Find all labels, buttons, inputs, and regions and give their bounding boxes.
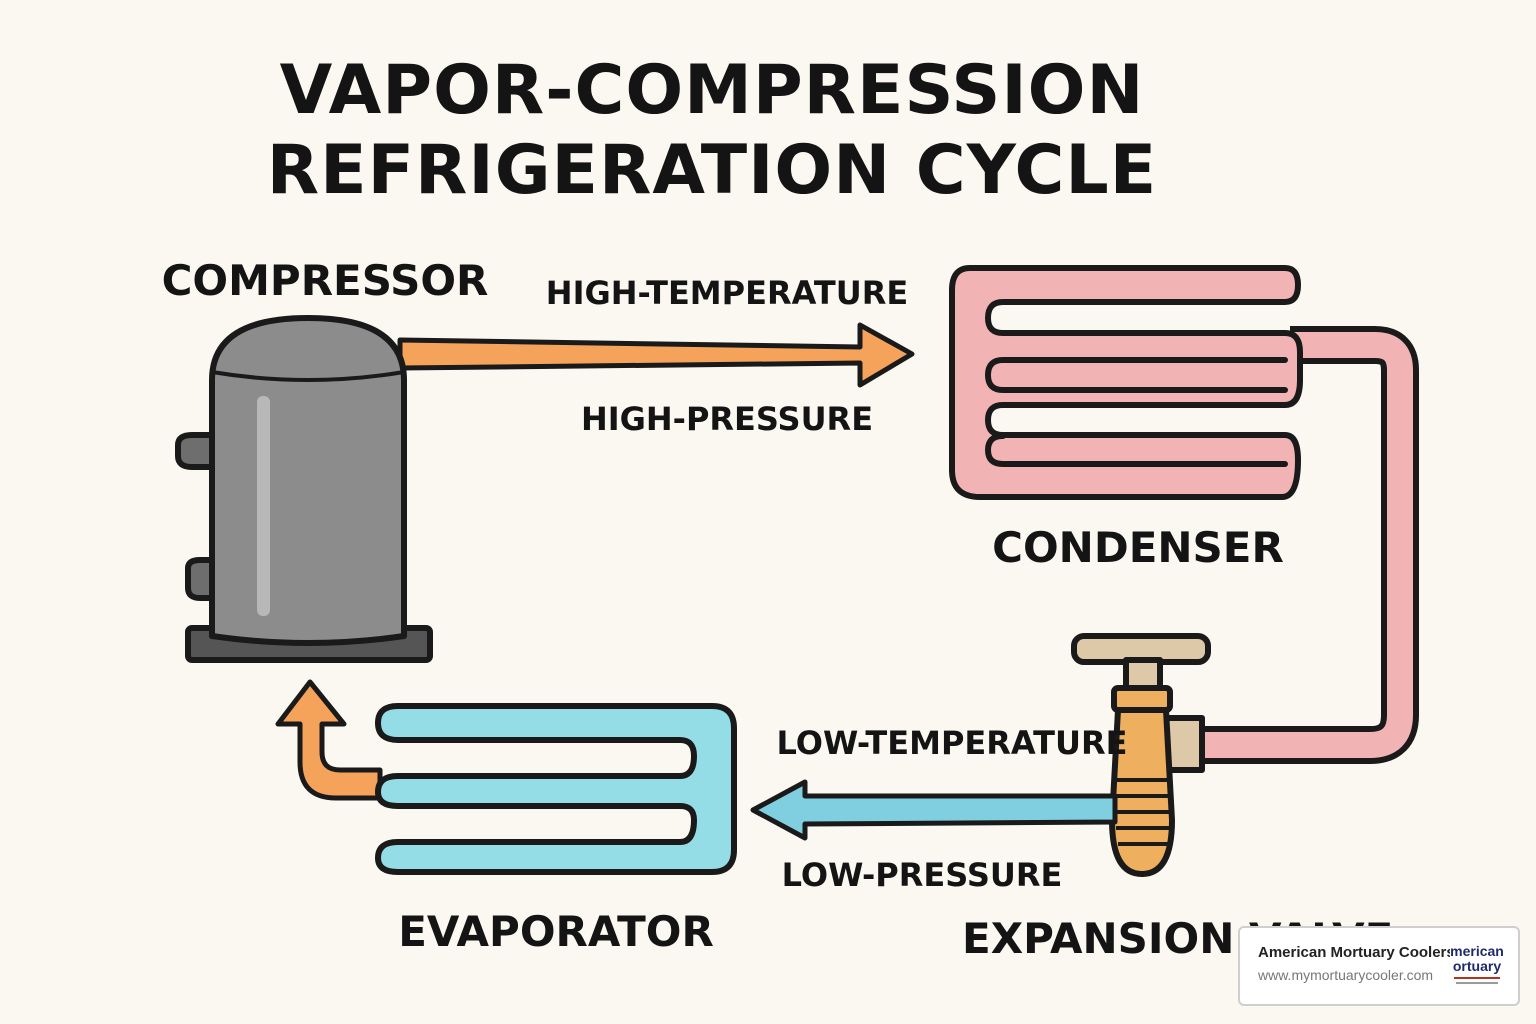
diagram-title-line-2: REFRIGERATION CYCLE xyxy=(267,131,1157,210)
logo-fine-print xyxy=(1456,982,1498,984)
low-pressure-label: LOW-PRESSURE xyxy=(782,856,1063,894)
high-temperature-label: HIGH-TEMPERATURE xyxy=(546,274,908,312)
expansion-valve xyxy=(1071,633,1211,877)
evaporator-coil xyxy=(375,703,737,875)
company-logo: merican ortuary xyxy=(1450,942,1504,992)
watermark-company-name: American Mortuary Coolers xyxy=(1258,944,1455,961)
high-pressure-label: HIGH-PRESSURE xyxy=(581,400,873,438)
compressor-unit xyxy=(175,315,433,663)
condenser-to-valve-pipe xyxy=(1200,326,1419,764)
condenser-coil xyxy=(949,265,1303,500)
low-pressure-flow-arrow xyxy=(750,779,1118,841)
evaporator-label: EVAPORATOR xyxy=(398,907,714,956)
watermark-url: www.mymortuarycooler.com xyxy=(1258,967,1434,983)
compressor-label: COMPRESSOR xyxy=(162,256,489,305)
diagram-title-line-1: VAPOR-COMPRESSION xyxy=(280,51,1145,130)
low-temperature-label: LOW-TEMPERATURE xyxy=(777,724,1128,762)
logo-text-line-2: ortuary xyxy=(1452,958,1502,974)
watermark-card: American Mortuary Coolers www.mymortuary… xyxy=(1238,926,1520,1006)
return-flow-arrow xyxy=(275,679,383,801)
logo-text-line-1: merican xyxy=(1450,943,1504,959)
condenser-label: CONDENSER xyxy=(992,523,1284,572)
logo-accent-line xyxy=(1454,977,1500,979)
high-pressure-flow-arrow xyxy=(397,322,915,388)
